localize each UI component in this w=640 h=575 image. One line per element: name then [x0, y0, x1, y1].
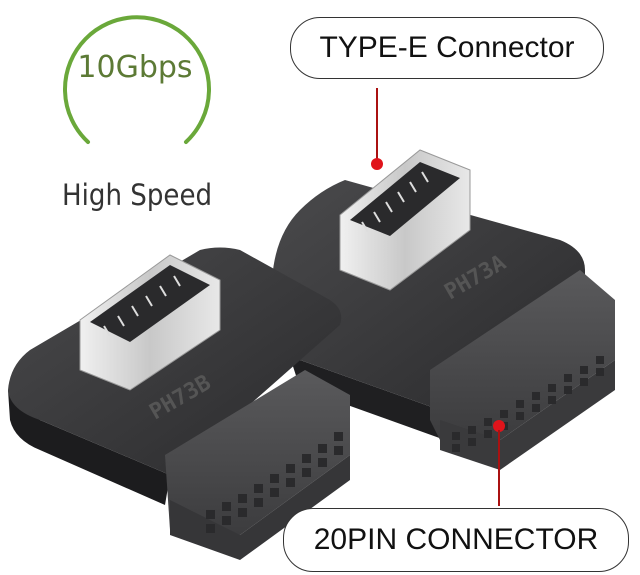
type-e-leader-dot	[371, 158, 383, 170]
20pin-leader-line	[498, 430, 500, 506]
20pin-label: 20PIN CONNECTOR	[313, 523, 599, 556]
speed-arc-icon	[63, 15, 211, 144]
adapter-ph73a: PH73A	[272, 149, 615, 470]
adapter-ph73b: PH73B	[8, 247, 350, 560]
type-e-label: TYPE-E Connector	[319, 31, 575, 64]
20pin-leader-dot	[493, 420, 505, 432]
speed-value: 10Gbps	[77, 50, 193, 85]
type-e-callout: TYPE-E Connector	[290, 17, 604, 79]
speed-caption: High Speed	[62, 178, 213, 212]
type-e-leader-line	[376, 88, 378, 162]
20pin-callout: 20PIN CONNECTOR	[283, 508, 629, 572]
